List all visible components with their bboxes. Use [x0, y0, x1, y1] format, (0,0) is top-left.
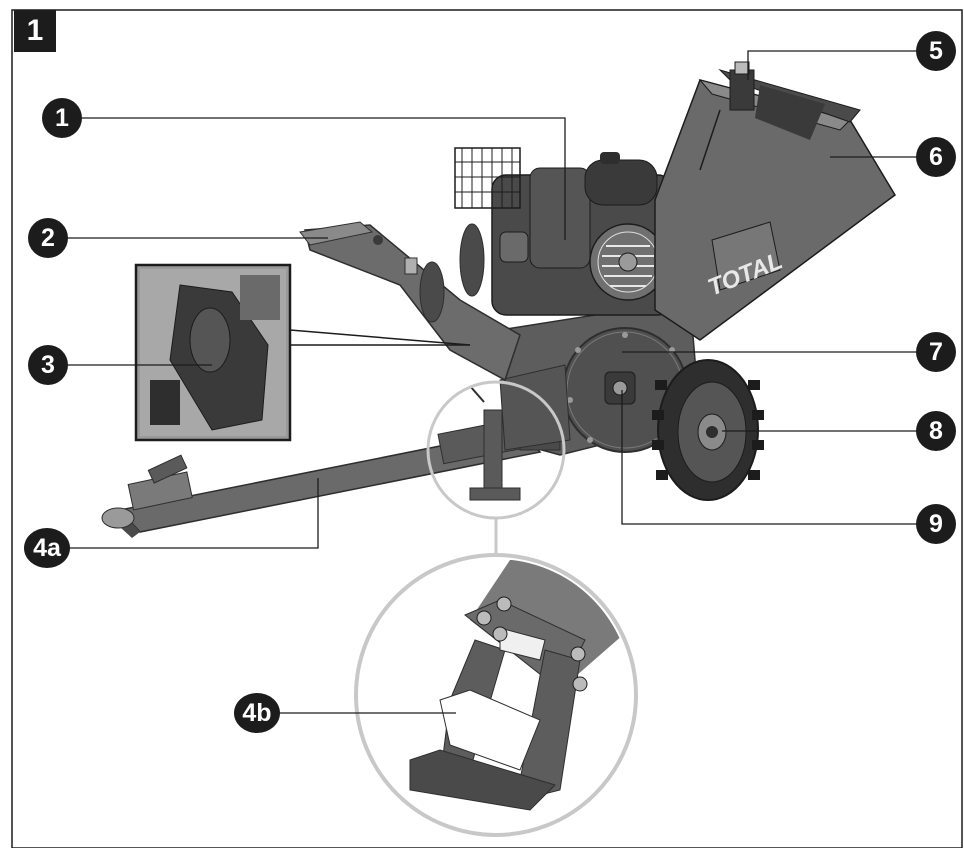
- support-stand: [469, 385, 521, 501]
- inset-detail-3: [134, 263, 471, 442]
- leader-lines: [66, 50, 918, 714]
- callout-4b: 4b: [234, 693, 280, 733]
- figure-number: 1: [14, 10, 56, 52]
- callout-6: 6: [916, 137, 956, 177]
- engine: [454, 147, 673, 316]
- callout-7: 7: [916, 332, 956, 372]
- hopper: TOTAL: [654, 61, 896, 341]
- wheel: [652, 359, 764, 501]
- figure-frame: [11, 9, 963, 848]
- callout-2: 2: [28, 218, 68, 258]
- callout-9: 9: [916, 504, 956, 544]
- callout-1: 1: [42, 98, 82, 138]
- callout-5: 5: [916, 31, 956, 71]
- callout-3: 3: [28, 345, 68, 385]
- callout-4a: 4a: [24, 528, 70, 568]
- callout-8: 8: [916, 411, 956, 451]
- chipper-housing: [499, 299, 701, 456]
- side-chute: [299, 221, 521, 382]
